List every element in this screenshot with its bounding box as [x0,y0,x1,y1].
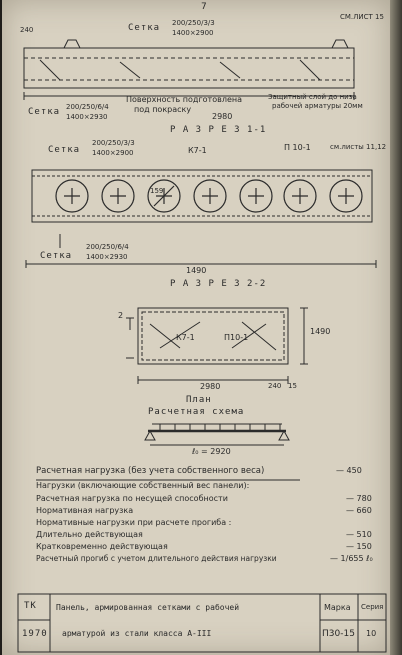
load-row-value: — 1/655 ℓ₀ [330,554,373,563]
load-row-value: — 150 [346,542,372,551]
plan-title: План [186,395,212,405]
load-row-label: Нормативная нагрузка [36,506,134,515]
binding-edge [390,0,402,655]
load-row-value: — 660 [346,506,372,515]
reference-label: см.листы 11,12 [330,143,387,151]
bottom-mesh-size: 1400×2930 [86,253,128,261]
scheme-title: Расчетная схема [148,407,245,417]
left-mesh-spec: 200/250/6/4 [66,103,109,111]
left-mesh-size: 1400×2930 [66,113,108,121]
span-label: ℓ₀ = 2920 [192,447,231,456]
stamp-marka-label: Марка [324,603,351,612]
load-row-label: Расчетная нагрузка по несущей способност… [36,494,228,503]
cover-note-2: рабочей арматуры 20мм [272,102,363,110]
stamp-marka-value: П30-15 [322,629,355,639]
page-number: 7 [201,2,207,12]
frame-label: К7-1 [188,146,207,155]
loads-header: Нагрузки (включающие собственный вес пан… [36,481,250,490]
drawing-sheet [2,0,390,655]
cut-mark: 2 [118,311,124,320]
load-row-value: — 510 [346,530,372,539]
section-2-2-loop-label: П10-1 [224,333,249,342]
load-row-label: Нормативные нагрузки при расчете прогиба… [36,518,232,527]
top-mesh-size: 1400×2900 [172,29,214,37]
void-circles [55,179,363,213]
stamp-frame [17,593,387,653]
load-row-label: Длительно действующая [36,530,143,539]
section-2-2-frame-label: К7-1 [176,333,195,342]
edge-left-dim: 240 [268,382,282,390]
surface-note-2: под покраску [134,105,192,114]
surface-note: Поверхность подготовлена [126,95,242,104]
left-mesh-label: Сетка [28,107,61,117]
section-1-1-mesh-spec: 200/250/3/3 [92,139,135,147]
stamp-sheet-value: 10 [366,629,377,638]
top-elevation-outline [23,47,355,89]
stamp-sheet-label: Серия [361,603,384,611]
top-left-dimension: 240 [20,26,34,34]
section-1-1-outline [31,169,373,223]
section-2-2-outline [137,307,289,365]
section-1-1-width: 1490 [186,266,207,275]
top-mesh-spec: 200/250/3/3 [172,19,215,27]
section-2-2-title: Р А З Р Е З 2-2 [170,279,267,289]
loop-label: П 10-1 [284,143,311,152]
stamp-title-1: Панель, армированная сетками с рабочей [56,603,240,612]
design-load-value: — 450 [336,466,362,475]
load-row-label: Кратковременно действующая [36,542,168,551]
stamp-year: 1970 [22,629,48,639]
section-1-1-mesh-size: 1400×2900 [92,149,134,157]
top-length: 2980 [212,112,233,121]
edge-right-dim: 15 [288,382,297,390]
void-diameter: 159 [150,187,164,195]
load-row-label: Расчетный прогиб с учетом длительного де… [36,554,277,563]
stamp-tk: ТК [24,601,37,611]
sheet-reference: СМ.ЛИСТ 15 [340,13,384,21]
section-1-1-mesh-label: Сетка [48,145,81,155]
bottom-mesh-spec: 200/250/6/4 [86,243,129,251]
cover-note: Защитный слой до низа [268,93,357,101]
section-1-1-title: Р А З Р Е З 1-1 [170,125,267,135]
bottom-mesh-label: Сетка [40,251,73,261]
load-row-value: — 780 [346,494,372,503]
section-2-2-length: 2980 [200,382,221,391]
stamp-title-2: арматурой из стали класса А-III [62,629,212,638]
section-2-2-height: 1490 [310,327,331,336]
top-mesh-label: Сетка [128,23,161,33]
design-load-label: Расчетная нагрузка (без учета собственно… [36,466,265,476]
